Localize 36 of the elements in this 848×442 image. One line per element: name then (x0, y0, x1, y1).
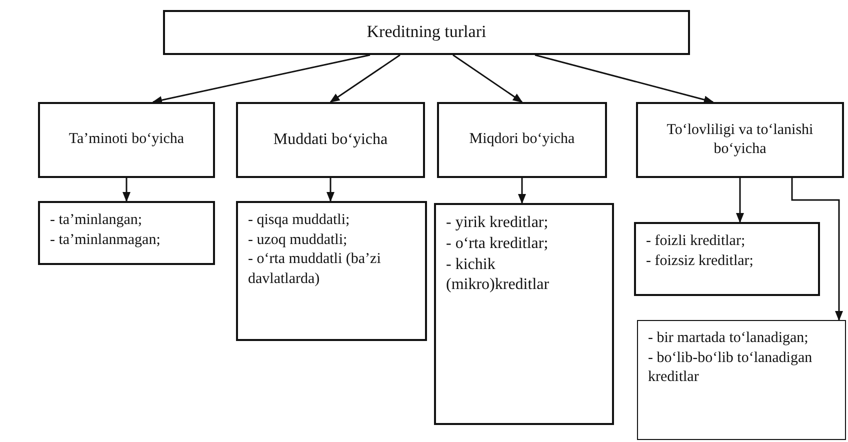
box-title: Kreditning turlari (366, 21, 486, 44)
arrow (736, 178, 744, 223)
list-item: - o‘rta muddatli (ba’zi davlatlarda) (248, 250, 382, 288)
category-box (236, 102, 425, 178)
list-box (434, 203, 614, 425)
box-title: Ta’minoti bo‘yicha (68, 130, 184, 150)
arrow (518, 178, 526, 204)
list-item: - ta’minlanmagan; (50, 230, 162, 250)
arrow (122, 178, 130, 202)
box-title: To‘lovliligi va to‘lanishi bo‘yicha (666, 120, 814, 159)
box-title: Miqdori bo‘yicha (469, 130, 575, 150)
list-box (634, 222, 820, 296)
list-item: - yirik kreditlar; (446, 213, 550, 233)
list-item: - qisqa muddatli; (248, 211, 351, 230)
list-item: - foizsiz kreditlar; (646, 252, 754, 270)
arrow (452, 54, 523, 103)
category-box (163, 10, 690, 55)
list-item: - bir martada to‘lanadigan; (648, 329, 810, 348)
list-box (38, 201, 215, 265)
category-box (38, 102, 215, 178)
list-item: - o‘rta kreditlar; (446, 234, 550, 254)
arrow (152, 54, 370, 104)
box-title: Muddati bo‘yicha (273, 130, 388, 150)
list-item: - ta’minlangan; (50, 211, 144, 230)
list-box (236, 201, 427, 341)
list-item: - bo‘lib-bo‘lib to‘lanadigan kreditlar (648, 348, 814, 387)
arrow (330, 54, 400, 103)
arrow (326, 178, 334, 202)
list-item: - kichik (mikro)kreditlar (446, 254, 550, 296)
arrow (534, 54, 714, 104)
category-box (636, 102, 844, 178)
list-box (637, 320, 846, 440)
list-item: - uzoq muddatli; (248, 230, 348, 250)
arrow (791, 178, 843, 321)
list-item: - foizli kreditlar; (646, 232, 746, 251)
category-box (437, 102, 607, 178)
